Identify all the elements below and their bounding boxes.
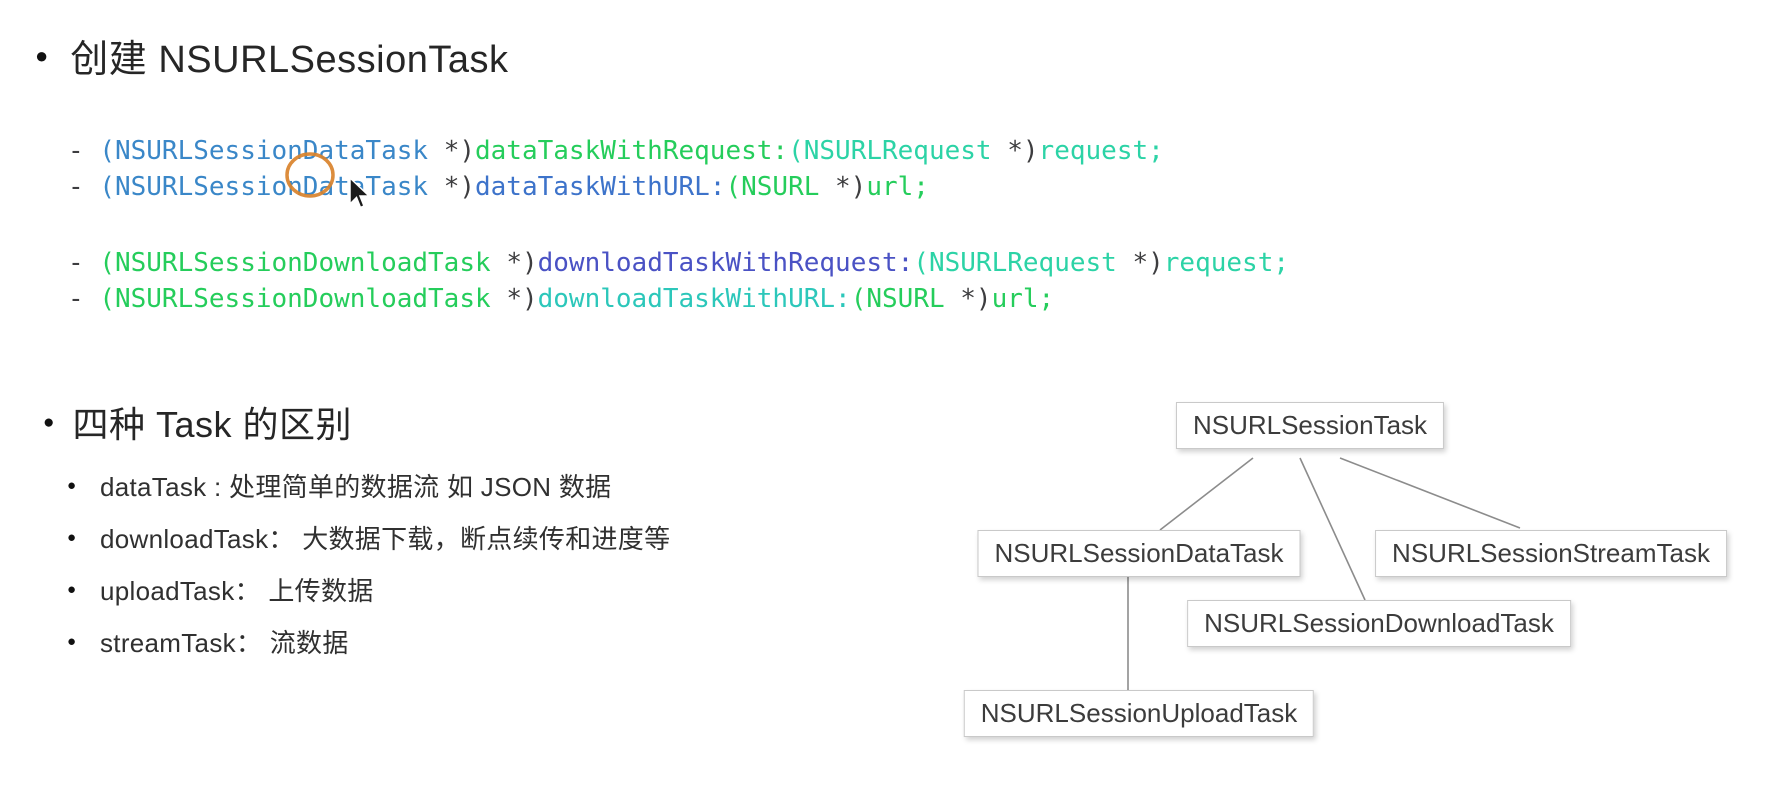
diagram-node-stream: NSURLSessionStreamTask [1375,530,1727,577]
section-create-title: 创建 NSURLSessionTask [70,39,509,81]
code-token: (NSURL [725,172,836,202]
diagram-node-download: NSURLSessionDownloadTask [1187,600,1571,647]
section-tasks-heading: ● 四种 Task 的区别 [43,396,352,448]
bullet-icon: ● [67,476,77,494]
bullet-icon: ● [67,632,77,650]
section-tasks-title: 四种 Task 的区别 [72,404,353,445]
code-token: url; [866,172,929,202]
code-token: url; [991,284,1055,314]
code-token: downloadTaskWithRequest: [537,248,914,278]
code-line: - (NSURLSessionDownloadTask *)downloadTa… [68,245,1289,281]
code-line: - (NSURLSessionDataTask *)dataTaskWithRe… [68,133,1289,169]
code-token: - [68,136,100,166]
list-item-text: dataTask : 处理简单的数据流 如 JSON 数据 [100,471,612,502]
code-token: *) [506,284,538,314]
list-item: ● downloadTask： 大数据下载，断点续传和进度等 [67,518,670,556]
code-token: (NSURLSessionDownloadTask [99,284,507,314]
code-token: *) [1132,248,1164,278]
code-group: - (NSURLSessionDataTask *)dataTaskWithRe… [68,133,1289,205]
code-line: - (NSURLSessionDownloadTask *)downloadTa… [68,281,1289,317]
list-item: ● dataTask : 处理简单的数据流 如 JSON 数据 [67,466,670,504]
list-item: ● uploadTask： 上传数据 [67,570,670,608]
code-token: *) [960,284,992,314]
diagram-node-task: NSURLSessionTask [1175,402,1445,449]
list-item-text: streamTask： 流数据 [100,627,349,658]
code-token: *) [443,136,475,166]
code-token: *) [506,248,538,278]
bullet-icon: ● [43,411,55,433]
code-token: *) [835,172,867,202]
code-token: request; [1163,248,1290,278]
code-token: - [68,172,100,202]
task-diff-list: ● dataTask : 处理简单的数据流 如 JSON 数据 ● downloadT… [67,466,670,674]
edge-task-downloadtask [1299,457,1366,601]
section-create-heading: ● 创建 NSURLSessionTask [35,28,509,83]
diagram-node-data: NSURLSessionDataTask [977,530,1301,577]
bullet-icon: ● [35,42,49,68]
edge-task-datatask [1159,457,1254,531]
code-line: - (NSURLSessionDataTask *)dataTaskWithUR… [68,169,1289,205]
code-token: (NSURLSessionDownloadTask [99,248,507,278]
code-token: downloadTaskWithURL: [537,284,851,314]
list-item-text: downloadTask： 大数据下载，断点续传和进度等 [100,523,671,554]
list-item-text: uploadTask： 上传数据 [100,575,374,606]
code-token: *) [1007,136,1039,166]
code-token: (NSURLSessionDataTask [99,172,444,202]
bullet-icon: ● [67,580,77,598]
diagram-node-upload: NSURLSessionUploadTask [963,690,1315,737]
code-token: dataTaskWithURL: [475,172,726,202]
code-token: (NSURL [850,284,961,314]
code-token: (NSURLRequest [913,248,1133,278]
list-item: ● streamTask： 流数据 [67,622,670,660]
code-token: (NSURLSessionDataTask [99,136,444,166]
code-token: *) [443,172,475,202]
code-group: - (NSURLSessionDownloadTask *)downloadTa… [68,245,1289,317]
code-token: request; [1038,136,1164,166]
code-token: dataTaskWithRequest: [475,136,789,166]
code-token: (NSURLRequest [788,136,1008,166]
code-token: - [68,248,100,278]
bullet-icon: ● [67,528,77,546]
code-block: - (NSURLSessionDataTask *)dataTaskWithRe… [68,133,1289,317]
edge-task-streamtask [1339,457,1521,529]
code-token: - [68,284,100,314]
